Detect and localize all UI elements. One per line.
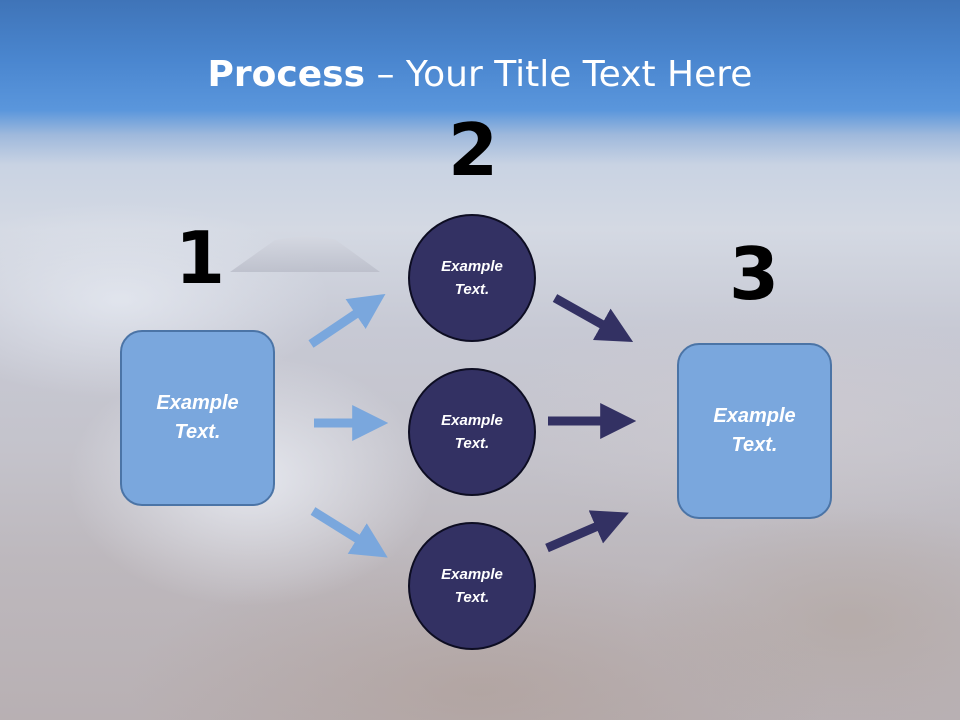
circle-top-label-line2: Text. [454, 281, 490, 298]
circle-top: Example Text. [408, 214, 536, 342]
step-number-1: 1 [174, 216, 226, 300]
slide-title: Process – Your Title Text Here [0, 53, 960, 97]
arrow-right-down-dark-icon [552, 294, 634, 342]
circle-bottom-label-line1: Example [441, 566, 503, 583]
step-1-label-line1: Example [156, 392, 239, 414]
slide-title-bold: Process [207, 54, 366, 95]
step-3-label-line1: Example [713, 405, 796, 427]
step-number-2: 2 [447, 108, 499, 192]
circle-bottom-label-line2: Text. [454, 589, 490, 606]
arrow-right-down-icon [310, 507, 388, 558]
step-3-box: Example Text. [677, 343, 832, 519]
step-number-3: 3 [728, 232, 780, 316]
arrow-right-up-dark-icon [545, 510, 629, 553]
circle-top-label-line1: Example [441, 258, 503, 275]
arrow-right-up-icon [308, 293, 386, 348]
step-1-box: Example Text. [120, 330, 275, 506]
step-3-label-line2: Text. [731, 434, 778, 456]
slide-title-rest: – Your Title Text Here [365, 54, 753, 95]
circle-middle: Example Text. [408, 368, 536, 496]
circle-bottom: Example Text. [408, 522, 536, 650]
circle-middle-label-line2: Text. [454, 435, 490, 452]
circle-middle-label-line1: Example [441, 412, 503, 429]
step-1-label-line2: Text. [174, 421, 221, 443]
